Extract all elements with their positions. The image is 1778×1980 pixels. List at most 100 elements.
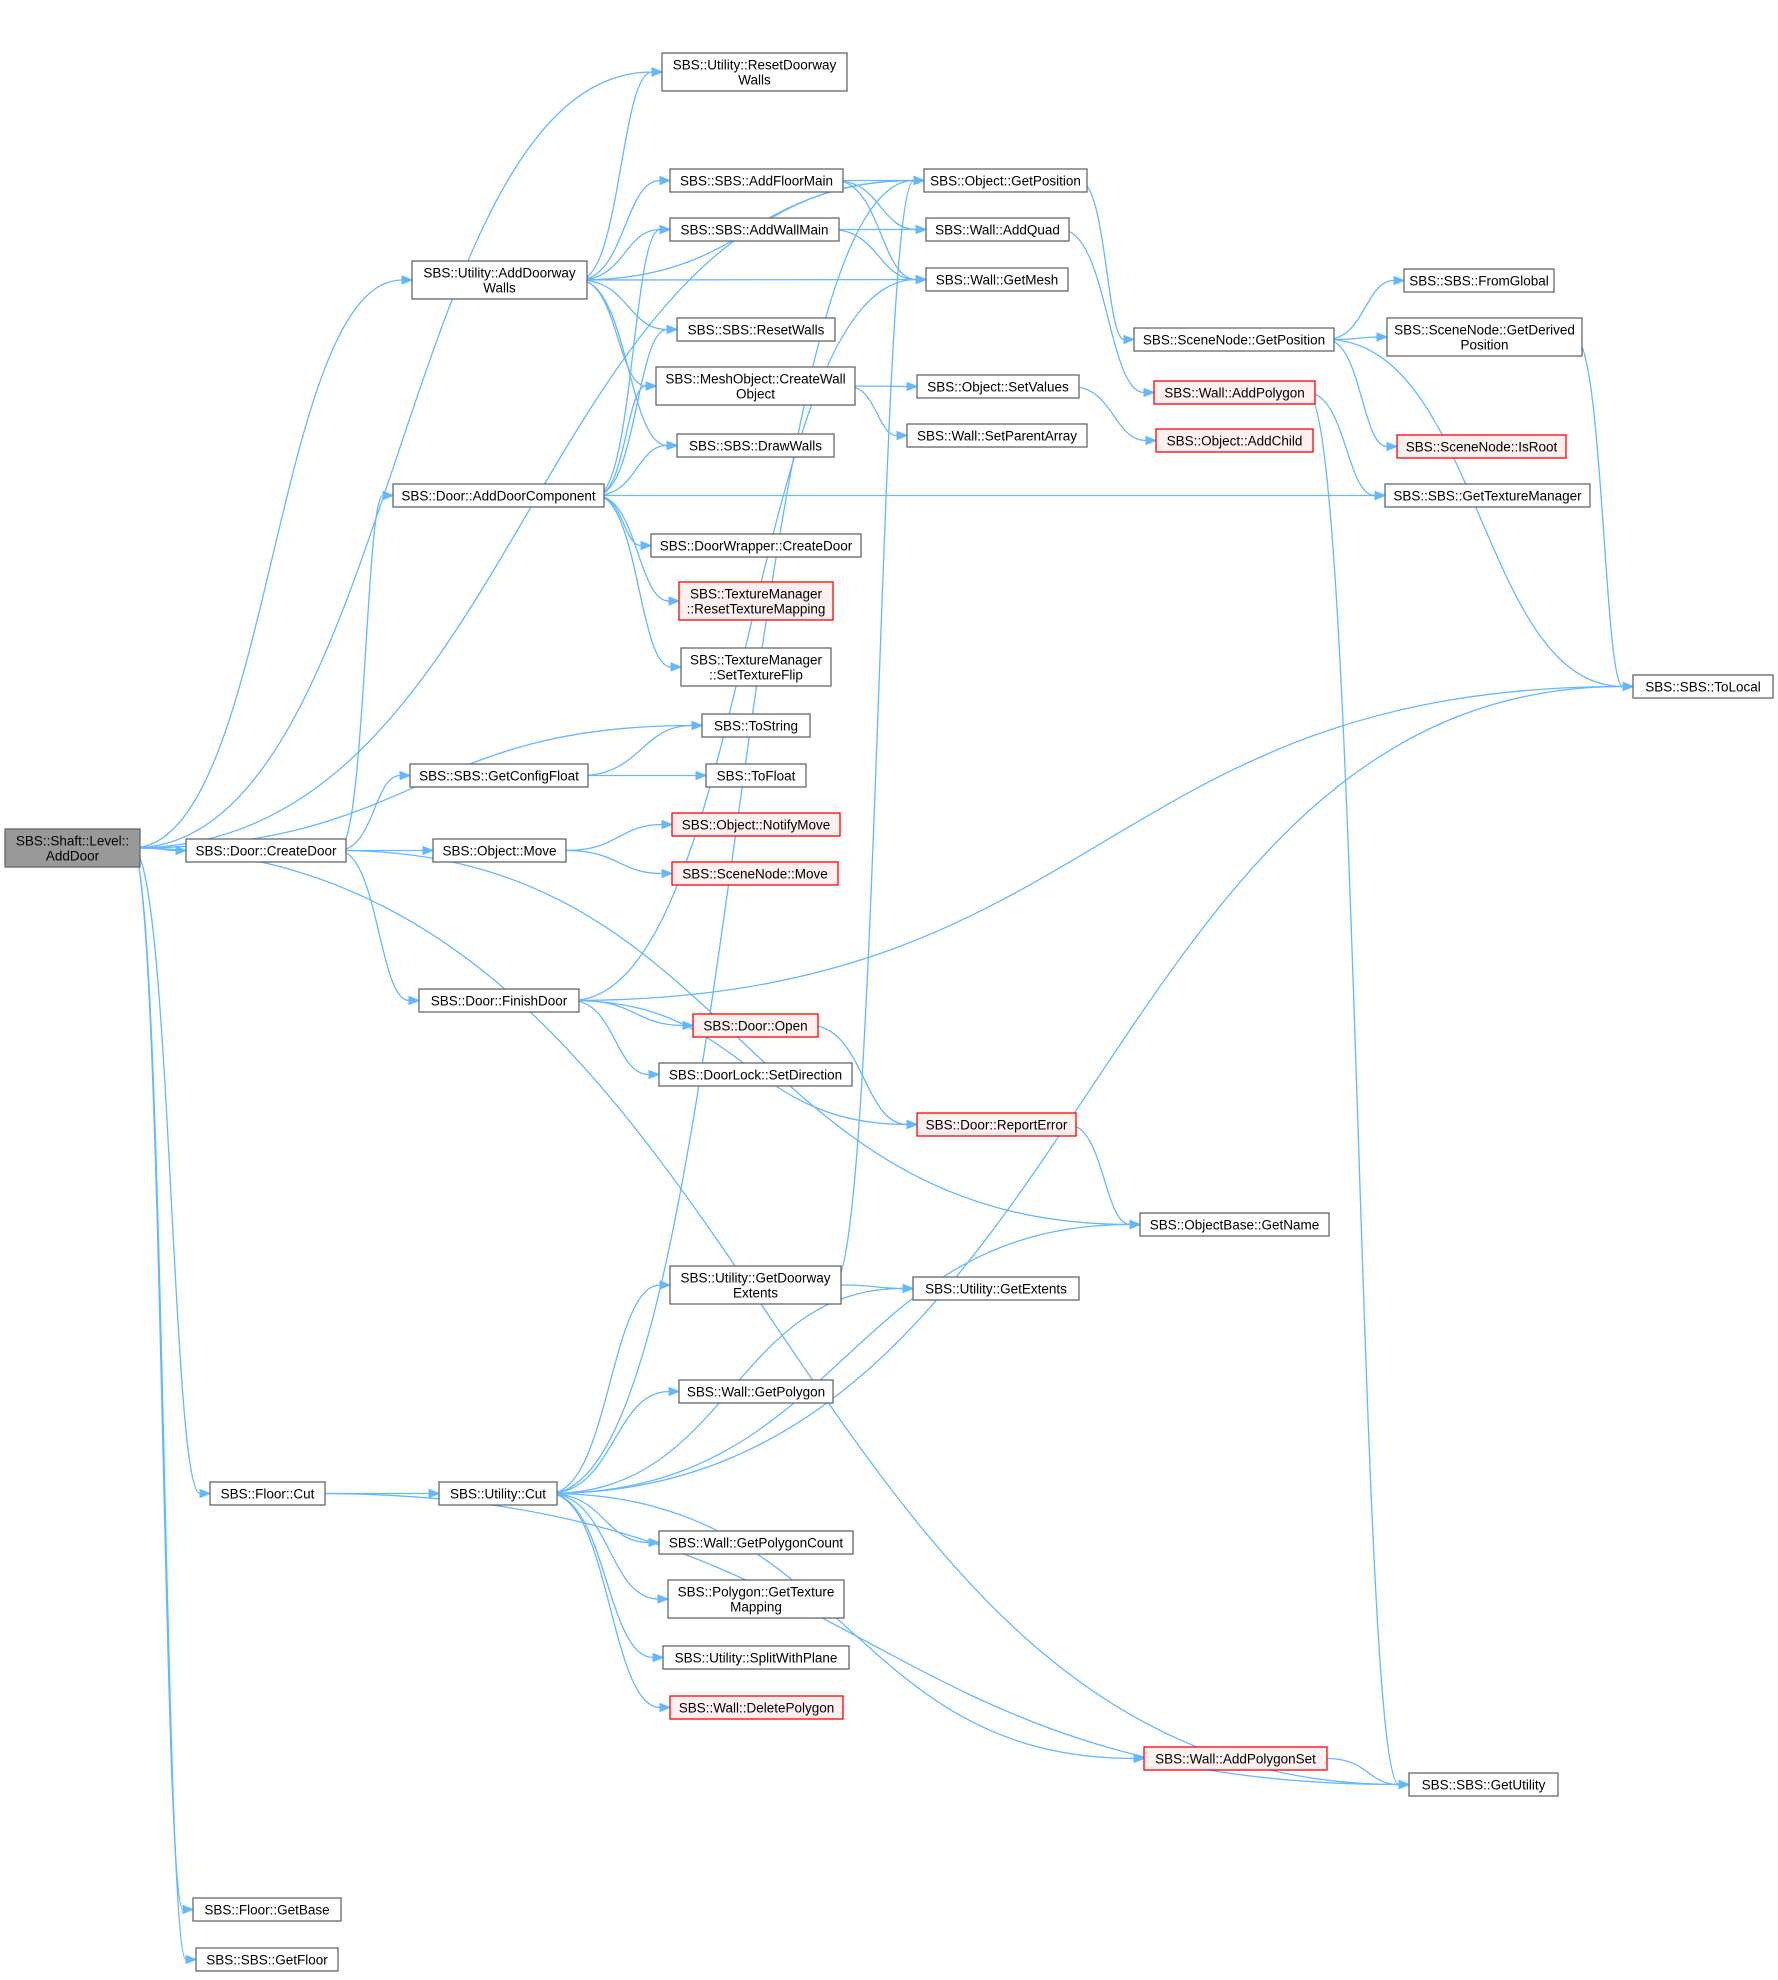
node-label: SBS::Utility::AddDoorway bbox=[423, 266, 576, 281]
node-label: SBS::DoorWrapper::CreateDoor bbox=[660, 539, 853, 554]
edge-createdoor-to-finishdoor bbox=[337, 849, 421, 1006]
node-box bbox=[701, 713, 811, 738]
edge-utilitycut-to-getdoorwayextents bbox=[548, 1280, 672, 1495]
edge-utilitycut-to-addpolygonset bbox=[548, 1492, 1146, 1764]
node-notifymove[interactable]: SBS::Object::NotifyMove bbox=[671, 812, 841, 837]
node-box bbox=[1139, 1212, 1330, 1237]
node-label: SBS::Wall::GetPolygonCount bbox=[669, 1536, 844, 1551]
node-box bbox=[925, 267, 1069, 292]
node-getutility[interactable]: SBS::SBS::GetUtility bbox=[1408, 1772, 1559, 1797]
node-scenegetposition[interactable]: SBS::SceneNode::GetPosition bbox=[1133, 327, 1335, 352]
node-resetwalls[interactable]: SBS::SBS::ResetWalls bbox=[676, 317, 836, 342]
node-label: SBS::SBS::ToLocal bbox=[1645, 680, 1761, 695]
node-reporterror[interactable]: SBS::Door::ReportError bbox=[916, 1112, 1077, 1137]
node-dooropen[interactable]: SBS::Door::Open bbox=[692, 1013, 819, 1038]
edge-adddoor-to-resetdoorway bbox=[131, 67, 664, 849]
edge-finishdoor-to-getmesh bbox=[570, 274, 928, 1002]
edge-adddoorcomponent-to-createwallobject bbox=[595, 381, 658, 497]
edge-finishdoor-to-dooropen bbox=[578, 999, 695, 1031]
node-addpolygon[interactable]: SBS::Wall::AddPolygon bbox=[1153, 380, 1316, 405]
edge-getdoorwayextents-to-objgetposition bbox=[832, 175, 926, 1286]
node-label: SBS::ObjectBase::GetName bbox=[1150, 1218, 1320, 1233]
node-wrappercreatedoor[interactable]: SBS::DoorWrapper::CreateDoor bbox=[650, 533, 862, 558]
node-finishdoor[interactable]: SBS::Door::FinishDoor bbox=[418, 988, 580, 1013]
node-box bbox=[671, 812, 841, 837]
node-tolocal[interactable]: SBS::SBS::ToLocal bbox=[1632, 674, 1774, 699]
node-tofloat[interactable]: SBS::ToFloat bbox=[705, 763, 807, 788]
node-adddoorcomponent[interactable]: SBS::Door::AddDoorComponent bbox=[392, 483, 605, 508]
node-floorcut[interactable]: SBS::Floor::Cut bbox=[209, 1481, 326, 1506]
edge-getdoorwayextents-to-getextents bbox=[840, 1283, 915, 1294]
node-setparentarray[interactable]: SBS::Wall::SetParentArray bbox=[906, 423, 1088, 448]
node-settextureflip[interactable]: SBS::TextureManager::SetTextureFlip bbox=[680, 647, 832, 687]
edge-objgetposition-to-scenegetposition bbox=[1078, 179, 1136, 345]
node-box bbox=[1396, 434, 1567, 459]
node-isroot[interactable]: SBS::SceneNode::IsRoot bbox=[1396, 434, 1567, 459]
node-box bbox=[4, 828, 141, 868]
node-adddoor[interactable]: SBS::Shaft::Level::AddDoor bbox=[4, 828, 141, 868]
node-box bbox=[195, 1947, 339, 1972]
node-addquad[interactable]: SBS::Wall::AddQuad bbox=[925, 217, 1070, 242]
edge-utilitycut-to-getpolygoncount bbox=[548, 1492, 661, 1548]
edge-createwallobject-to-setparentarray bbox=[846, 385, 909, 441]
edge-addwallmain-to-getmesh bbox=[830, 228, 928, 285]
node-label: SBS::Object::AddChild bbox=[1167, 434, 1303, 449]
node-getmesh[interactable]: SBS::Wall::GetMesh bbox=[925, 267, 1069, 292]
node-drawwalls[interactable]: SBS::SBS::DrawWalls bbox=[676, 433, 835, 458]
node-label: SBS::Object::Move bbox=[442, 844, 556, 859]
node-setvalues[interactable]: SBS::Object::SetValues bbox=[916, 374, 1080, 399]
edge-utilitycut-to-gettexturemapping bbox=[548, 1492, 670, 1604]
edge-addquad-to-addpolygon bbox=[1060, 228, 1156, 398]
node-getpolygoncount[interactable]: SBS::Wall::GetPolygonCount bbox=[658, 1530, 854, 1555]
node-resettexmapping[interactable]: SBS::TextureManager::ResetTextureMapping bbox=[678, 581, 834, 621]
node-objectmove[interactable]: SBS::Object::Move bbox=[432, 838, 567, 863]
node-box bbox=[705, 763, 807, 788]
node-label: SBS::Polygon::GetTexture bbox=[678, 1585, 835, 1600]
node-scenenodemove[interactable]: SBS::SceneNode::Move bbox=[671, 861, 839, 886]
edge-finishdoor-to-setdirection bbox=[570, 999, 661, 1080]
node-gettexturemanager[interactable]: SBS::SBS::GetTextureManager bbox=[1384, 483, 1591, 508]
node-fromglobal[interactable]: SBS::SBS::FromGlobal bbox=[1403, 268, 1555, 293]
node-addpolygonset[interactable]: SBS::Wall::AddPolygonSet bbox=[1143, 1746, 1328, 1771]
node-deletepolygon[interactable]: SBS::Wall::DeletePolygon bbox=[669, 1695, 844, 1720]
node-splitwithplane[interactable]: SBS::Utility::SplitWithPlane bbox=[662, 1645, 850, 1670]
node-utilitycut[interactable]: SBS::Utility::Cut bbox=[438, 1481, 558, 1506]
node-tostring[interactable]: SBS::ToString bbox=[701, 713, 811, 738]
node-box bbox=[678, 581, 834, 621]
node-label: SBS::Utility::GetExtents bbox=[925, 1282, 1067, 1297]
node-getpolygon[interactable]: SBS::Wall::GetPolygon bbox=[678, 1379, 834, 1404]
node-box bbox=[1155, 428, 1314, 453]
node-setdirection[interactable]: SBS::DoorLock::SetDirection bbox=[658, 1062, 853, 1087]
edge-scenegetposition-to-getderivedposition bbox=[1333, 332, 1389, 342]
node-label: SBS::SceneNode::GetDerived bbox=[1394, 323, 1575, 338]
node-objgetposition[interactable]: SBS::Object::GetPosition bbox=[923, 168, 1088, 193]
node-getfloor[interactable]: SBS::SBS::GetFloor bbox=[195, 1947, 339, 1972]
node-addwallmain[interactable]: SBS::SBS::AddWallMain bbox=[669, 217, 840, 242]
node-box bbox=[671, 861, 839, 886]
node-addchild[interactable]: SBS::Object::AddChild bbox=[1155, 428, 1314, 453]
node-createdoor[interactable]: SBS::Door::CreateDoor bbox=[185, 838, 347, 863]
node-addfloormain[interactable]: SBS::SBS::AddFloorMain bbox=[669, 168, 844, 193]
node-label: SBS::Door::CreateDoor bbox=[195, 844, 337, 859]
node-box bbox=[392, 483, 605, 508]
node-getname[interactable]: SBS::ObjectBase::GetName bbox=[1139, 1212, 1330, 1237]
edge-getderivedposition-to-tolocal bbox=[1573, 336, 1635, 692]
edge-adddoorcomponent-to-drawwalls bbox=[595, 440, 679, 497]
node-getextents[interactable]: SBS::Utility::GetExtents bbox=[912, 1276, 1080, 1301]
edge-getconfigfloat-to-tostring bbox=[579, 720, 704, 777]
node-getbase[interactable]: SBS::Floor::GetBase bbox=[192, 1897, 342, 1922]
node-getconfigfloat[interactable]: SBS::SBS::GetConfigFloat bbox=[409, 763, 589, 788]
node-box bbox=[1133, 327, 1335, 352]
edge-adddoorwaywalls-to-resetdoorway bbox=[578, 67, 664, 281]
node-label: SBS::SBS::ResetWalls bbox=[688, 323, 825, 338]
node-label: SBS::Floor::GetBase bbox=[204, 1903, 329, 1918]
edge-createdoor-to-getconfigfloat bbox=[337, 770, 412, 852]
node-label: SBS::Object::GetPosition bbox=[930, 174, 1081, 189]
node-box bbox=[1403, 268, 1555, 293]
